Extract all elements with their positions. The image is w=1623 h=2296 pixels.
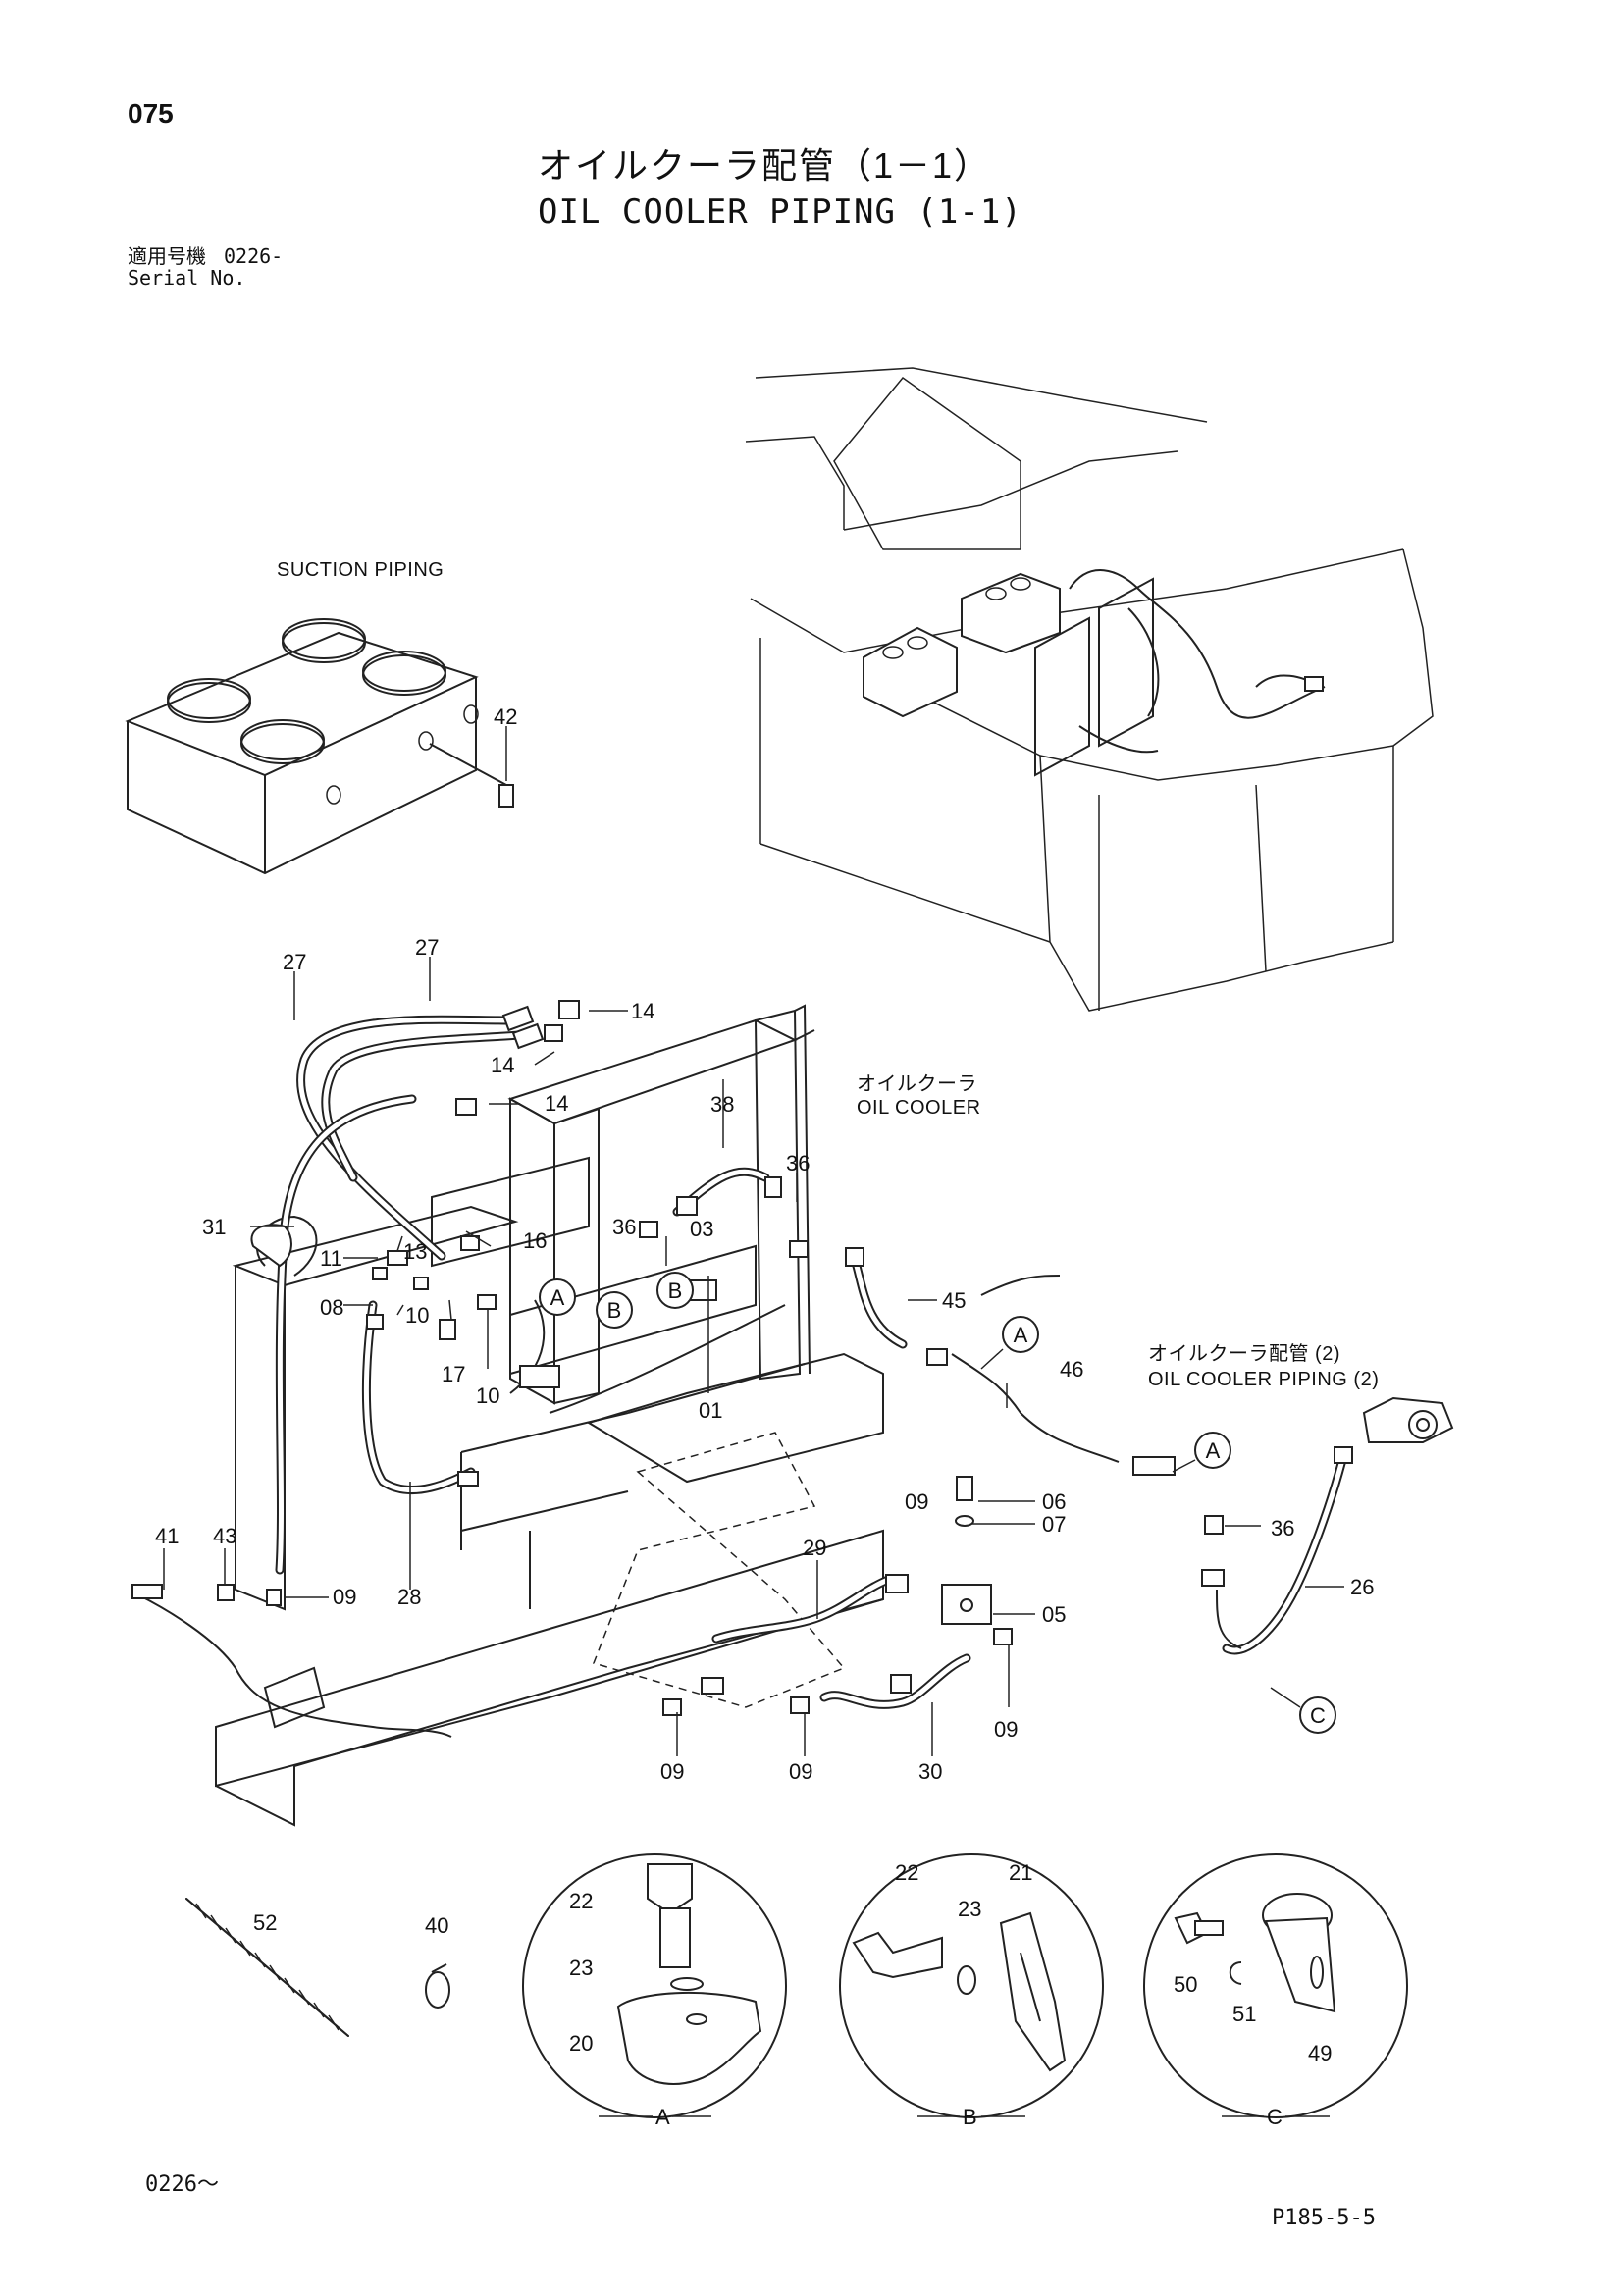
callout-a-2: A: [1014, 1323, 1028, 1347]
part-label-01: 01: [699, 1398, 722, 1423]
serial-block: 適用号機 0226- Serial No.: [128, 245, 300, 288]
part-label-16: 16: [523, 1228, 547, 1253]
part-label-20: 20: [569, 2031, 593, 2056]
part-label-50: 50: [1174, 1972, 1197, 1997]
part-label-31: 31: [202, 1215, 226, 1239]
part-label-05: 05: [1042, 1602, 1066, 1627]
part-label-09a: 09: [333, 1585, 356, 1609]
part-label-23b: 23: [958, 1897, 981, 1921]
part-label-28: 28: [397, 1585, 421, 1609]
serial-label-jp: 適用号機: [128, 244, 206, 268]
caption-suction-piping: SUCTION PIPING: [277, 559, 445, 581]
callout-c-1: C: [1310, 1703, 1326, 1728]
suction-tank-drawing: [125, 618, 514, 875]
caption-oil-cooler-jp: オイルクーラ: [857, 1073, 977, 1095]
part-label-43: 43: [213, 1524, 236, 1548]
part-label-22a: 22: [569, 1889, 593, 1913]
part-label-36a: 36: [786, 1151, 810, 1175]
title-japanese: オイルクーラ配管（1－1）: [538, 145, 992, 185]
callout-markers: A B B A A C: [539, 1272, 1336, 1734]
part-label-22b: 22: [895, 1860, 918, 1885]
serial-value: 0226-: [224, 244, 284, 268]
part-label-06: 06: [1042, 1489, 1066, 1514]
part-label-52: 52: [253, 1910, 277, 1935]
part-label-14a: 14: [631, 999, 654, 1023]
footer-serial-range: 0226～: [145, 2172, 219, 2197]
part-label-10a: 10: [405, 1303, 429, 1328]
loose-parts: [185, 1898, 450, 2037]
fittings: [131, 1000, 1454, 1716]
part-label-40: 40: [425, 1913, 448, 1938]
caption-oil-cooler-en: OIL COOLER: [857, 1097, 981, 1119]
part-label-13: 13: [403, 1239, 427, 1264]
part-label-09e: 09: [994, 1717, 1018, 1742]
detail-circles: [522, 1853, 1408, 2118]
part-label-27b: 27: [415, 935, 439, 960]
part-label-03: 03: [690, 1217, 713, 1241]
caption-piping2-jp: オイルクーラ配管 (2): [1148, 1343, 1340, 1365]
part-label-38: 38: [710, 1092, 734, 1117]
part-label-51: 51: [1232, 2002, 1256, 2026]
part-label-09c: 09: [660, 1759, 684, 1784]
detail-label-c: C: [1267, 2105, 1283, 2129]
callout-a-3: A: [1206, 1438, 1221, 1463]
caption-piping2-en: OIL COOLER PIPING (2): [1148, 1369, 1380, 1390]
part-label-46: 46: [1060, 1357, 1083, 1382]
callout-b-1: B: [607, 1298, 622, 1323]
callout-b-2: B: [668, 1278, 683, 1303]
part-label-45: 45: [942, 1288, 966, 1313]
part-label-10b: 10: [476, 1383, 499, 1408]
machine-body-drawing: [745, 367, 1434, 1012]
part-label-36b: 36: [612, 1215, 636, 1239]
part-label-36c: 36: [1271, 1516, 1294, 1540]
part-label-11: 11: [320, 1246, 342, 1271]
part-label-27a: 27: [283, 950, 306, 974]
part-label-41: 41: [155, 1524, 179, 1548]
part-label-29: 29: [803, 1536, 826, 1560]
part-label-14c: 14: [545, 1091, 568, 1116]
footer-page-code: P185-5-5: [1272, 2206, 1376, 2230]
detail-label-a: A: [655, 2105, 670, 2129]
part-label-07: 07: [1042, 1512, 1066, 1537]
part-label-23a: 23: [569, 1956, 593, 1980]
part-label-42: 42: [494, 704, 517, 729]
detail-labels: A B C: [599, 2105, 1330, 2129]
part-label-26: 26: [1350, 1575, 1374, 1599]
detail-label-b: B: [963, 2105, 977, 2129]
part-label-21: 21: [1009, 1860, 1032, 1885]
part-label-17: 17: [442, 1362, 465, 1386]
page-number: 075: [128, 98, 174, 129]
part-label-08: 08: [320, 1295, 343, 1320]
serial-label-en: Serial No.: [128, 266, 246, 289]
part-label-09d: 09: [789, 1759, 812, 1784]
leader-lines: [163, 726, 1344, 1756]
callout-a-1: A: [550, 1285, 565, 1310]
title-english: OIL COOLER PIPING (1-1): [538, 192, 1022, 232]
part-number-labels: 42 27 27 14 14 14 38 36 36 36 31 11 13 1…: [155, 704, 1374, 2065]
hoses: [136, 1015, 1349, 1738]
oil-cooler-frame-drawing: [215, 1004, 884, 1827]
part-label-09b: 09: [905, 1489, 928, 1514]
part-label-30: 30: [918, 1759, 942, 1784]
part-label-14b: 14: [491, 1053, 514, 1077]
part-label-49: 49: [1308, 2041, 1332, 2065]
